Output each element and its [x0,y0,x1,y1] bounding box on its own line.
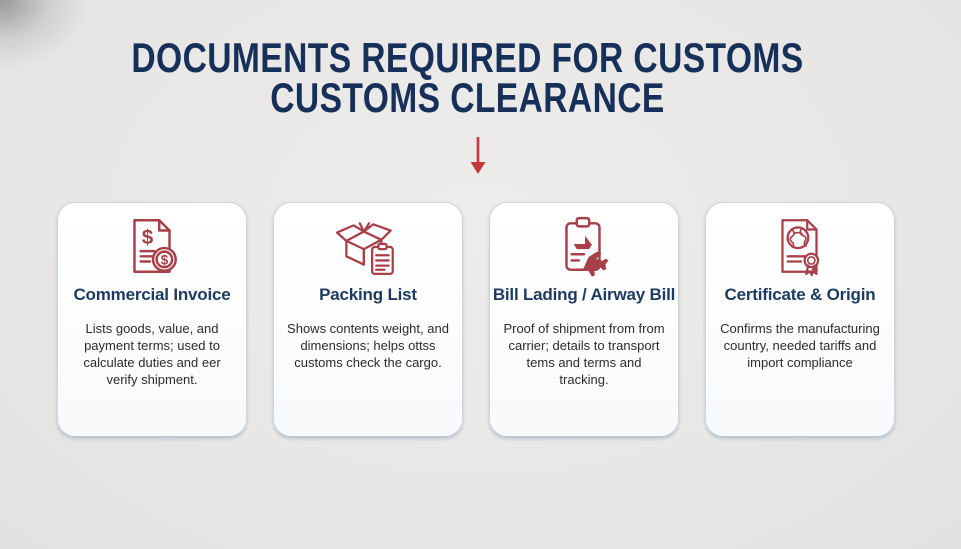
invoice-icon: $ $ [119,213,185,279]
card-bill-of-lading: Bill Lading / Airway Bill Proof of shipm… [489,202,679,437]
card-title: Certificate & Origin [724,285,876,304]
card-description: Confirms the manufacturing country, need… [720,321,880,371]
card-description: Proof of shipment from from carrier; det… [503,321,665,388]
page-corner-shadow [0,0,90,70]
page-title-line1: DOCUMENTS REQUIRED FOR CUSTOMS [131,34,804,81]
page-title-line2: CUSTOMS CLEARANCE [270,73,665,121]
certificate-of-origin-icon [767,213,833,279]
card-description: Shows contents weight, and dimensions; h… [287,321,449,371]
card-title: Commercial Invoice [73,285,231,304]
card-packing-list: Packing List Shows contents weight, and … [273,202,463,437]
svg-text:$: $ [142,226,154,249]
card-certificate-of-origin: Certificate & Origin Confirms the manufa… [705,202,895,437]
card-commercial-invoice: $ $ Commercial Invoice Lists goods, valu… [57,202,247,437]
page-title: DOCUMENTS REQUIRED FOR CUSTOMS CUSTOMS C… [94,34,842,121]
card-title: Bill Lading / Airway Bill [492,285,676,304]
bill-of-lading-icon [551,213,617,279]
packing-list-icon [335,213,401,279]
down-arrow-icon [468,136,488,176]
card-title: Packing List [319,285,417,304]
card-description: Lists goods, value, and payment terms; u… [83,321,221,388]
document-cards: $ $ Commercial Invoice Lists goods, valu… [57,202,895,437]
svg-text:$: $ [161,253,169,268]
